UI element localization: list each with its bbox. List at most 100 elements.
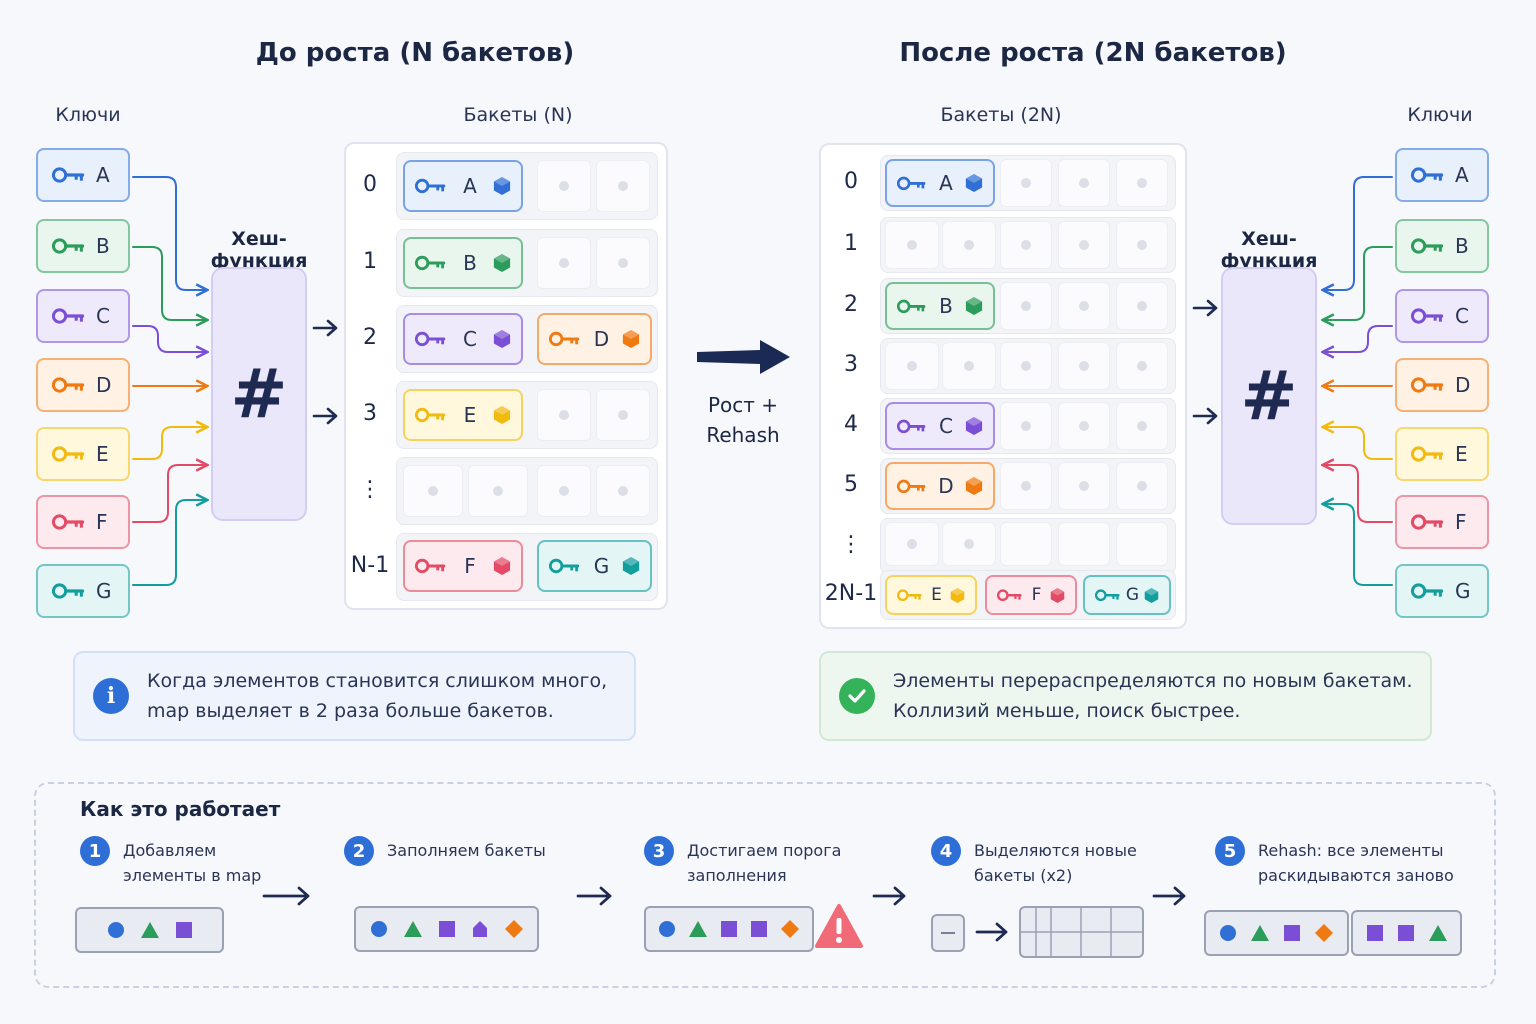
minus-icon	[941, 932, 955, 934]
triangle-shape	[1251, 925, 1269, 941]
connector-a-right	[1324, 176, 1393, 290]
empty-dot	[1137, 178, 1147, 188]
entry-key-label: D	[593, 327, 610, 351]
empty-dot	[559, 258, 569, 268]
empty-slot	[537, 389, 591, 441]
empty-slot	[1116, 402, 1168, 450]
left-keys-label: Ключи	[55, 104, 121, 126]
empty-dot	[1137, 361, 1147, 371]
bucket-index: 0	[824, 169, 878, 197]
triangle-shape	[140, 922, 159, 938]
connector-f-left	[132, 465, 206, 523]
hash-out-arrow-2	[312, 407, 338, 425]
step-arrow-2	[576, 886, 612, 906]
left-hash-label: Хеш-функция	[210, 228, 308, 272]
empty-dot	[964, 539, 974, 549]
circle-shape	[107, 922, 124, 938]
empty-dot	[1079, 178, 1089, 188]
circle-shape	[1220, 925, 1236, 941]
right-key-e: E	[1395, 427, 1489, 481]
empty-dot	[1021, 481, 1031, 491]
hash-out-arrow-3	[1192, 299, 1218, 317]
pentagon-shape	[472, 921, 487, 937]
empty-slot	[1000, 159, 1052, 207]
bucket-index: ⋮	[346, 477, 394, 505]
triangle-shape	[689, 921, 707, 937]
right-key-d: D	[1395, 358, 1489, 412]
square-shape	[1284, 925, 1300, 941]
key-label: C	[1455, 304, 1469, 328]
bucket-index: 5	[824, 472, 878, 500]
step-4-grid-box	[1019, 906, 1144, 958]
step-arrow-4	[975, 922, 1008, 942]
bucket-index-label: 1	[844, 231, 858, 256]
bucket-index-label: 4	[844, 412, 858, 437]
bucket-entry-c: C	[885, 402, 995, 450]
square-shape	[751, 921, 767, 937]
empty-slot	[1058, 402, 1110, 450]
connector-b-right	[1324, 246, 1393, 320]
growth-label-line1: Рост +	[707, 393, 779, 417]
bucket-entry-b: B	[403, 237, 523, 289]
entry-key-label: A	[463, 174, 477, 198]
growth-label-line2: Rehash	[706, 423, 780, 447]
key-label: B	[96, 234, 110, 258]
info-note-line2: map выделяет в 2 раза больше бакетов.	[147, 700, 554, 722]
diamond-shape	[781, 920, 799, 938]
step-arrow-1	[262, 886, 310, 906]
empty-dot	[1021, 178, 1031, 188]
empty-slot	[1000, 522, 1052, 566]
bucket-index-label: ⋮	[359, 477, 381, 502]
key-label: E	[96, 442, 109, 466]
empty-slot	[1000, 402, 1052, 450]
empty-slot	[596, 160, 650, 212]
bucket-index-label: 2	[363, 325, 377, 350]
empty-slot	[885, 342, 939, 390]
empty-slot	[885, 221, 939, 269]
empty-slot	[468, 465, 528, 517]
left-key-e: E	[36, 427, 130, 481]
connector-a-left	[132, 176, 206, 290]
square-shape	[175, 922, 192, 938]
step-4-number: 4	[931, 836, 961, 866]
empty-slot	[537, 237, 591, 289]
how-it-works-title: Как это работает	[80, 797, 281, 821]
left-hash-function-box: #	[211, 267, 307, 521]
bucket-entry-g: G	[537, 540, 652, 592]
right-hash-function-box: #	[1221, 267, 1317, 525]
square-shape	[1397, 925, 1414, 941]
entry-key-label: A	[939, 171, 953, 195]
empty-dot	[559, 410, 569, 420]
bucket-index-label: ⋮	[840, 532, 862, 557]
empty-slot	[1116, 159, 1168, 207]
left-key-d: D	[36, 358, 130, 412]
bucket-entry-e: E	[885, 575, 977, 615]
right-key-a: A	[1395, 148, 1489, 202]
empty-slot	[885, 522, 939, 566]
empty-dot	[1021, 240, 1031, 250]
right-buckets-label: Бакеты (2N)	[940, 104, 1062, 126]
step-5-number: 5	[1215, 836, 1245, 866]
key-label: F	[96, 510, 108, 534]
info-note-line1: Когда элементов становится слишком много…	[147, 670, 608, 692]
step-3-box	[644, 906, 814, 952]
bucket-index: 3	[824, 352, 878, 380]
bucket-index: N-1	[346, 553, 394, 581]
connector-g-right	[1324, 504, 1393, 586]
diamond-shape	[1315, 924, 1333, 942]
key-label: F	[1455, 510, 1467, 534]
key-label: G	[1455, 579, 1471, 603]
empty-slot	[1058, 282, 1110, 330]
empty-dot	[618, 258, 628, 268]
hash-symbol: #	[230, 354, 288, 434]
left-key-f: F	[36, 495, 130, 549]
bucket-index-label: N-1	[350, 553, 390, 578]
connector-e-left	[132, 427, 206, 460]
empty-dot	[1021, 361, 1031, 371]
step-2-text: Заполняем бакеты	[387, 841, 546, 860]
success-note: Элементы перераспределяются по новым бак…	[819, 651, 1432, 741]
empty-slot	[537, 465, 591, 517]
right-hash-label: Хеш-функция	[1220, 228, 1318, 272]
